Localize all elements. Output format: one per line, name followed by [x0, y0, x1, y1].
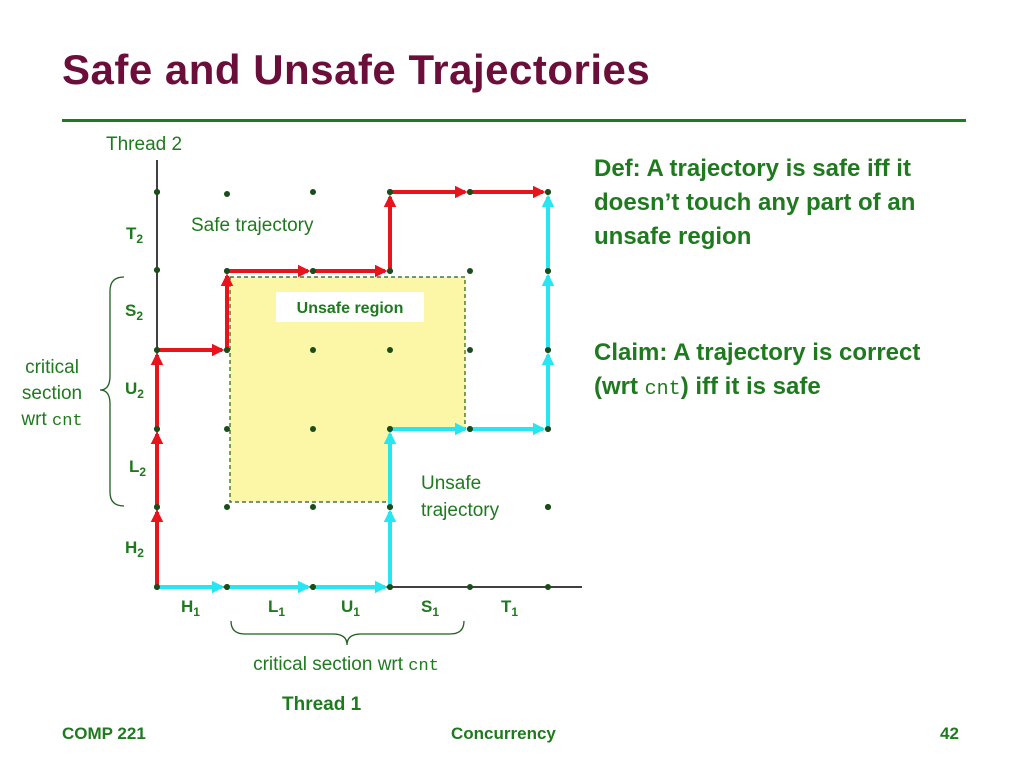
x-label-t1: T1 [501, 597, 518, 619]
unsafe-region-label-box [276, 292, 424, 322]
unsafe-trajectory-label-box [412, 463, 532, 525]
y-label-t2: T2 [126, 224, 143, 246]
thread2-label: Thread 2 [106, 134, 182, 155]
y-label-h2: H2 [125, 538, 144, 560]
safe-trajectory [150, 185, 546, 587]
footer-course: COMP 221 [62, 724, 146, 743]
unsafe-trajectory-label-line1: Unsafe [421, 473, 481, 494]
title-divider [62, 119, 966, 122]
thread1-label: Thread 1 [282, 694, 362, 715]
y-label-s2: S2 [125, 301, 143, 323]
crit-bottom-label: critical section wrt cnt [253, 654, 439, 676]
claim-text: Claim: A trajectory is correct (wrt cnt)… [594, 336, 954, 407]
slide-title: Safe and Unsafe Trajectories [62, 46, 651, 93]
x-label-u1: U1 [341, 597, 360, 619]
claim-suffix: ) iff it is safe [680, 373, 821, 400]
y-label-u2: U2 [125, 379, 144, 401]
footer-page-number: 42 [940, 724, 959, 743]
x-label-s1: S1 [421, 597, 439, 619]
unsafe-region-label: Unsafe region [297, 300, 404, 317]
crit-left-line3: wrt cnt [20, 409, 82, 431]
definition-text: Def: A trajectory is safe iff it doesn’t… [594, 155, 916, 250]
bottom-brace [230, 620, 465, 646]
path-dots [154, 189, 551, 590]
left-brace [99, 276, 125, 507]
footer-topic: Concurrency [451, 724, 556, 743]
crit-left-line2: section [22, 383, 82, 404]
x-label-l1: L1 [268, 597, 285, 619]
safe-trajectory-label: Safe trajectory [191, 215, 314, 236]
claim-prefix: Claim: A trajectory is correct (wrt [594, 339, 921, 400]
claim-code: cnt [644, 378, 681, 401]
y-axis-labels: H2 L2 U2 S2 T2 [125, 224, 146, 560]
y-label-l2: L2 [129, 457, 146, 479]
unsafe-trajectory [157, 194, 555, 594]
unsafe-trajectory-label-line2: trajectory [421, 500, 500, 521]
x-label-h1: H1 [181, 597, 200, 619]
unsafe-region [229, 276, 466, 503]
crit-left-line1: critical [25, 357, 79, 378]
x-axis-labels: H1 L1 U1 S1 T1 [181, 597, 518, 619]
